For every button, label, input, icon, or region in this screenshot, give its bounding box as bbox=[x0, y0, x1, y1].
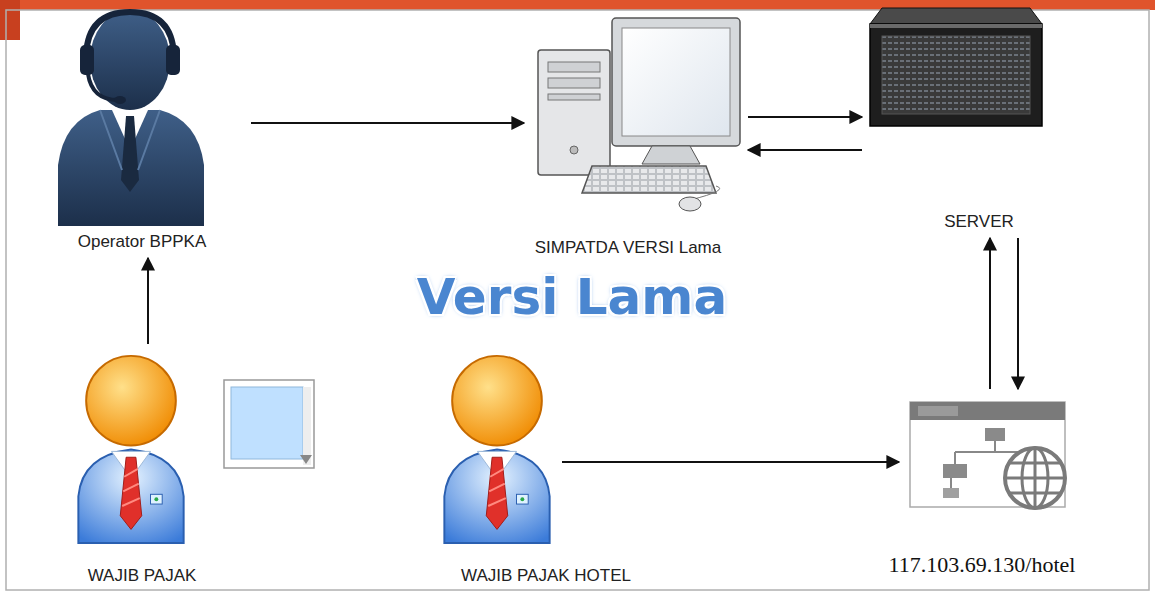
icon-node: SIMPATDA VERSI Lama bbox=[530, 12, 742, 212]
operator-icon bbox=[58, 10, 204, 226]
form-icon bbox=[224, 380, 314, 468]
arrow-connector bbox=[147, 258, 149, 344]
hotel-taxpayer-icon bbox=[444, 356, 549, 543]
icon-node: SERVER bbox=[868, 4, 1043, 128]
node-caption: WAJIB PAJAK HOTEL bbox=[461, 566, 631, 586]
server-icon bbox=[870, 8, 1042, 126]
taxpayer-icon bbox=[78, 356, 183, 543]
icon-node: Operator BPPKA bbox=[45, 8, 245, 226]
arrow-connector bbox=[562, 461, 899, 463]
watermark-title: Versi Lama bbox=[417, 268, 727, 326]
node-caption: WAJIB PAJAK bbox=[88, 566, 197, 586]
icon-node: WAJIB PAJAK bbox=[72, 350, 190, 545]
web-icon bbox=[910, 402, 1065, 508]
node-caption: 117.103.69.130/hotel bbox=[889, 553, 1076, 577]
icon-node: WAJIB PAJAK HOTEL bbox=[438, 350, 556, 545]
node-caption: Operator BPPKA bbox=[78, 232, 207, 252]
arrow-connector bbox=[748, 149, 862, 151]
computer-icon bbox=[538, 18, 740, 211]
node-caption: SIMPATDA VERSI Lama bbox=[535, 238, 721, 258]
arrow-connector bbox=[989, 238, 991, 389]
node-caption: SERVER bbox=[944, 212, 1014, 232]
icon-node: 117.103.69.130/hotel bbox=[905, 395, 1073, 513]
arrow-connector bbox=[251, 122, 524, 124]
arrow-connector bbox=[748, 116, 862, 118]
arrow-connector bbox=[1017, 238, 1019, 389]
